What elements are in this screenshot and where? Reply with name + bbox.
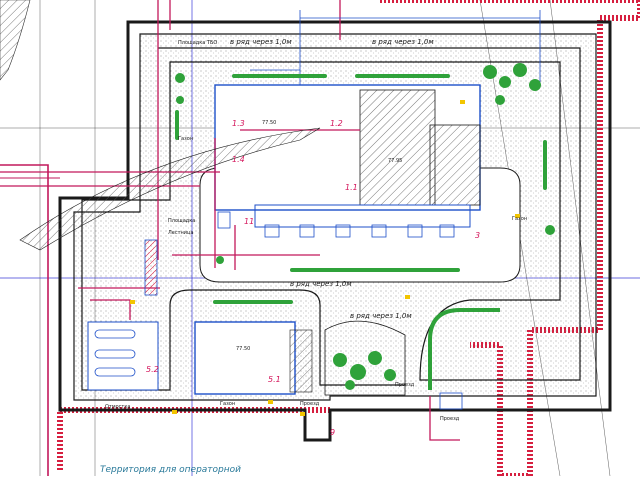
tree <box>176 96 184 104</box>
tree <box>513 63 527 77</box>
room-label: 1.4 <box>232 155 245 164</box>
hatched-annex <box>289 329 313 393</box>
hedge-curve <box>428 308 500 390</box>
terrain-hatch-topleft <box>0 0 31 81</box>
building-hatched-block <box>359 89 436 206</box>
room-label: 1.3 <box>232 119 245 128</box>
room-label: 9 <box>330 428 335 437</box>
tree <box>345 380 355 390</box>
room-label: 5.2 <box>146 365 159 374</box>
vessel-unit <box>371 224 387 238</box>
plot-label: Отмостка <box>105 404 130 410</box>
tree <box>175 73 185 83</box>
marker <box>268 400 273 404</box>
setback-label: в ряд через 1,0м <box>290 280 352 288</box>
vessel-unit <box>335 224 351 238</box>
trees <box>175 63 555 390</box>
plot-label: Проезд <box>440 416 460 422</box>
tree <box>368 351 382 365</box>
room-label: 1.1 <box>345 183 358 192</box>
vessel-unit <box>264 224 280 238</box>
room-label: 5.1 <box>268 375 281 384</box>
tree <box>545 225 555 235</box>
markers <box>130 100 520 416</box>
vessel-unit <box>407 224 423 238</box>
plot-label: Газон <box>220 401 235 407</box>
plot-label: Проезд <box>300 401 320 407</box>
hedge <box>290 268 460 272</box>
plot-label: Лестница <box>168 230 193 236</box>
site-boundary <box>58 20 612 442</box>
elevation-label: 77.50 <box>236 346 250 352</box>
plot-label: Площадка <box>168 218 195 224</box>
plot-label: Проезд <box>395 382 415 388</box>
green-zone-outline <box>324 320 406 396</box>
terrain-band <box>19 127 321 251</box>
tank <box>94 349 136 359</box>
building-5-2 <box>87 321 159 391</box>
stair-element <box>144 239 158 296</box>
fence-red-bottom <box>57 407 330 470</box>
room-label: 3 <box>475 231 480 240</box>
plot-label: Площадка ТБО <box>178 40 217 46</box>
tree <box>495 95 505 105</box>
marker <box>405 295 410 299</box>
setback-label: в ряд через 1,0м <box>372 38 434 46</box>
tree <box>216 256 224 264</box>
hedge <box>543 140 547 190</box>
marker <box>130 300 135 304</box>
small-structure <box>217 211 231 229</box>
hedge <box>175 110 179 140</box>
hedge <box>213 300 293 304</box>
hedge <box>355 74 450 78</box>
vessel-unit <box>299 224 315 238</box>
elevation-label: 77.50 <box>262 120 276 126</box>
room-label: 11 <box>244 217 254 226</box>
boundary-pink <box>0 164 49 476</box>
plot-label: Газон <box>178 136 193 142</box>
elevation-label: 77.95 <box>388 158 402 164</box>
setback-label: в ряд через 1,0м <box>350 312 412 320</box>
tree <box>499 76 511 88</box>
tree <box>384 369 396 381</box>
marker <box>515 214 520 218</box>
road-edge <box>81 47 581 391</box>
setback-label: в ряд через 1,0м <box>230 38 292 46</box>
vessel-units <box>264 224 455 238</box>
vessel-row <box>254 204 471 228</box>
tank <box>94 329 136 339</box>
plot-label: Газон <box>512 216 527 222</box>
tank <box>94 367 136 377</box>
hedge <box>232 74 327 78</box>
tree <box>350 364 366 380</box>
marker <box>460 100 465 104</box>
marker <box>300 412 305 416</box>
room-label: 1.2 <box>330 119 343 128</box>
marker <box>172 410 177 414</box>
building-5-1 <box>194 321 296 395</box>
tree <box>529 79 541 91</box>
vessel-unit <box>439 224 455 238</box>
bottom-note: Территория для операторной <box>100 465 241 475</box>
building-hatched-block <box>429 124 481 206</box>
greenery <box>175 74 547 390</box>
tree <box>483 65 497 79</box>
tree <box>333 353 347 367</box>
service-lines <box>250 10 541 85</box>
small-structure <box>439 392 463 410</box>
